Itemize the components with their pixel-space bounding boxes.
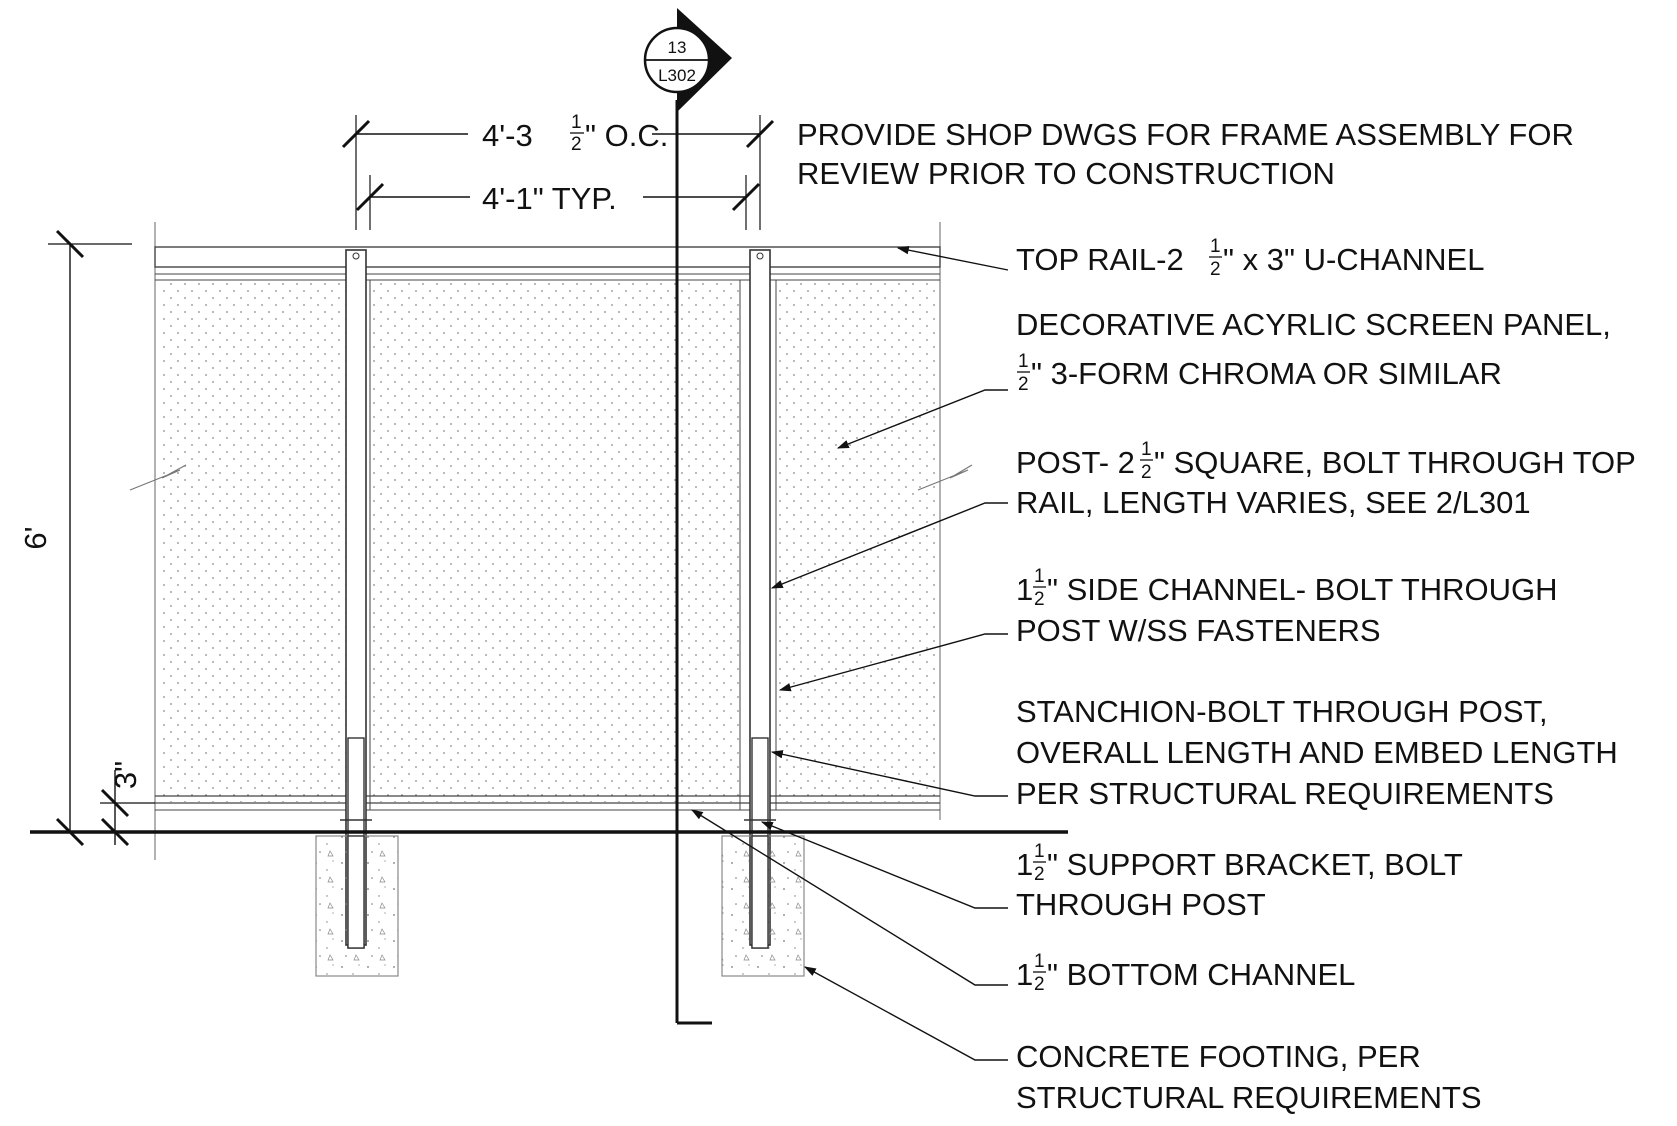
note-support-bracket-line2: THROUGH POST [1016,887,1266,922]
note-bottom-channel-num: 1 [1034,951,1045,972]
section-tag-number: 13 [668,38,687,57]
note-side-channel-prefix: 1 [1016,572,1033,607]
screen-panel-center [370,280,740,802]
note-support-bracket-num: 1 [1034,841,1045,862]
top-rail [154,246,941,268]
note-post-den: 2 [1141,462,1152,483]
note-bottom-channel-den: 2 [1034,974,1045,995]
dim-post-spacing-suffix: " O.C. [585,118,668,153]
notes: PROVIDE SHOP DWGS FOR FRAME ASSEMBLY FOR… [797,117,1636,1115]
post-left [340,249,372,949]
leader-side-channel [778,633,1008,692]
leader-top-rail [896,245,1009,271]
dimension-base-offset: 3" [100,761,155,847]
screen-panel-left [158,280,346,802]
leader-screen-panel [836,389,1008,449]
dim-height: 6' [18,526,53,549]
note-screen-panel-line2: " 3-FORM CHROMA OR SIMILAR [1031,356,1502,391]
dimension-panel-width: 4'-1" TYP. [355,175,761,230]
svg-text:4'-3: 4'-3 [482,118,533,153]
note-support-bracket-suffix: " SUPPORT BRACKET, BOLT [1047,847,1463,882]
note-stanchion-line3: PER STRUCTURAL REQUIREMENTS [1016,776,1554,811]
note-post-line2: RAIL, LENGTH VARIES, SEE 2/L301 [1016,485,1531,520]
section-tag-sheet: L302 [658,66,696,85]
note-shop-dwgs-line1: PROVIDE SHOP DWGS FOR FRAME ASSEMBLY FOR [797,117,1574,152]
note-top-rail-num: 1 [1210,236,1221,257]
break-line-left [129,464,187,491]
note-top-rail-den: 2 [1210,259,1221,280]
note-bottom-channel-prefix: 1 [1016,957,1033,992]
dim-base-offset: 3" [108,761,143,789]
note-shop-dwgs-line2: REVIEW PRIOR TO CONSTRUCTION [797,156,1335,191]
screen-panels [158,280,936,802]
leader-lines [690,245,1009,1061]
leader-stanchion [770,750,1008,797]
note-side-channel-den: 2 [1034,589,1045,610]
note-footing-line2: STRUCTURAL REQUIREMENTS [1016,1080,1482,1115]
concrete-footings [315,835,805,977]
note-screen-panel-num: 1 [1018,351,1029,372]
note-stanchion-line2: OVERALL LENGTH AND EMBED LENGTH [1016,735,1618,770]
note-screen-panel-den: 2 [1018,374,1029,395]
section-cut-line: 13 L302 [643,8,732,1025]
dim-panel-width: 4'-1" TYP. [482,181,617,216]
note-footing-line1: CONCRETE FOOTING, PER [1016,1039,1421,1074]
note-side-channel-line2: POST W/SS FASTENERS [1016,613,1381,648]
dimension-height: 6' [18,229,132,847]
note-bottom-channel-suffix: " BOTTOM CHANNEL [1047,957,1355,992]
leader-bottom-channel [690,809,1008,986]
note-top-rail-suffix: " x 3" U-CHANNEL [1223,242,1484,277]
note-top-rail-prefix: TOP RAIL-2 [1016,242,1184,277]
leader-footing [803,966,1008,1061]
note-side-channel-num: 1 [1034,566,1045,587]
dim-post-spacing-num: 1 [571,112,582,133]
leader-support-bracket [760,821,1008,909]
note-screen-panel-line1: DECORATIVE ACYRLIC SCREEN PANEL, [1016,307,1611,342]
dimension-post-spacing: 4'-3 1 2 " O.C. [341,112,775,230]
note-post-num: 1 [1141,439,1152,460]
note-support-bracket-den: 2 [1034,864,1045,885]
note-post-prefix: POST- 2 [1016,445,1135,480]
dim-post-spacing-den: 2 [571,134,582,155]
note-side-channel-suffix: " SIDE CHANNEL- BOLT THROUGH [1047,572,1558,607]
dim-post-spacing-whole: 4'-3 [482,118,533,153]
screen-panel-right [776,280,936,802]
note-support-bracket-prefix: 1 [1016,847,1033,882]
note-stanchion-line1: STANCHION-BOLT THROUGH POST, [1016,694,1548,729]
note-post-suffix: " SQUARE, BOLT THROUGH TOP [1154,445,1636,480]
break-line-right [917,464,973,491]
leader-post [770,502,1008,589]
